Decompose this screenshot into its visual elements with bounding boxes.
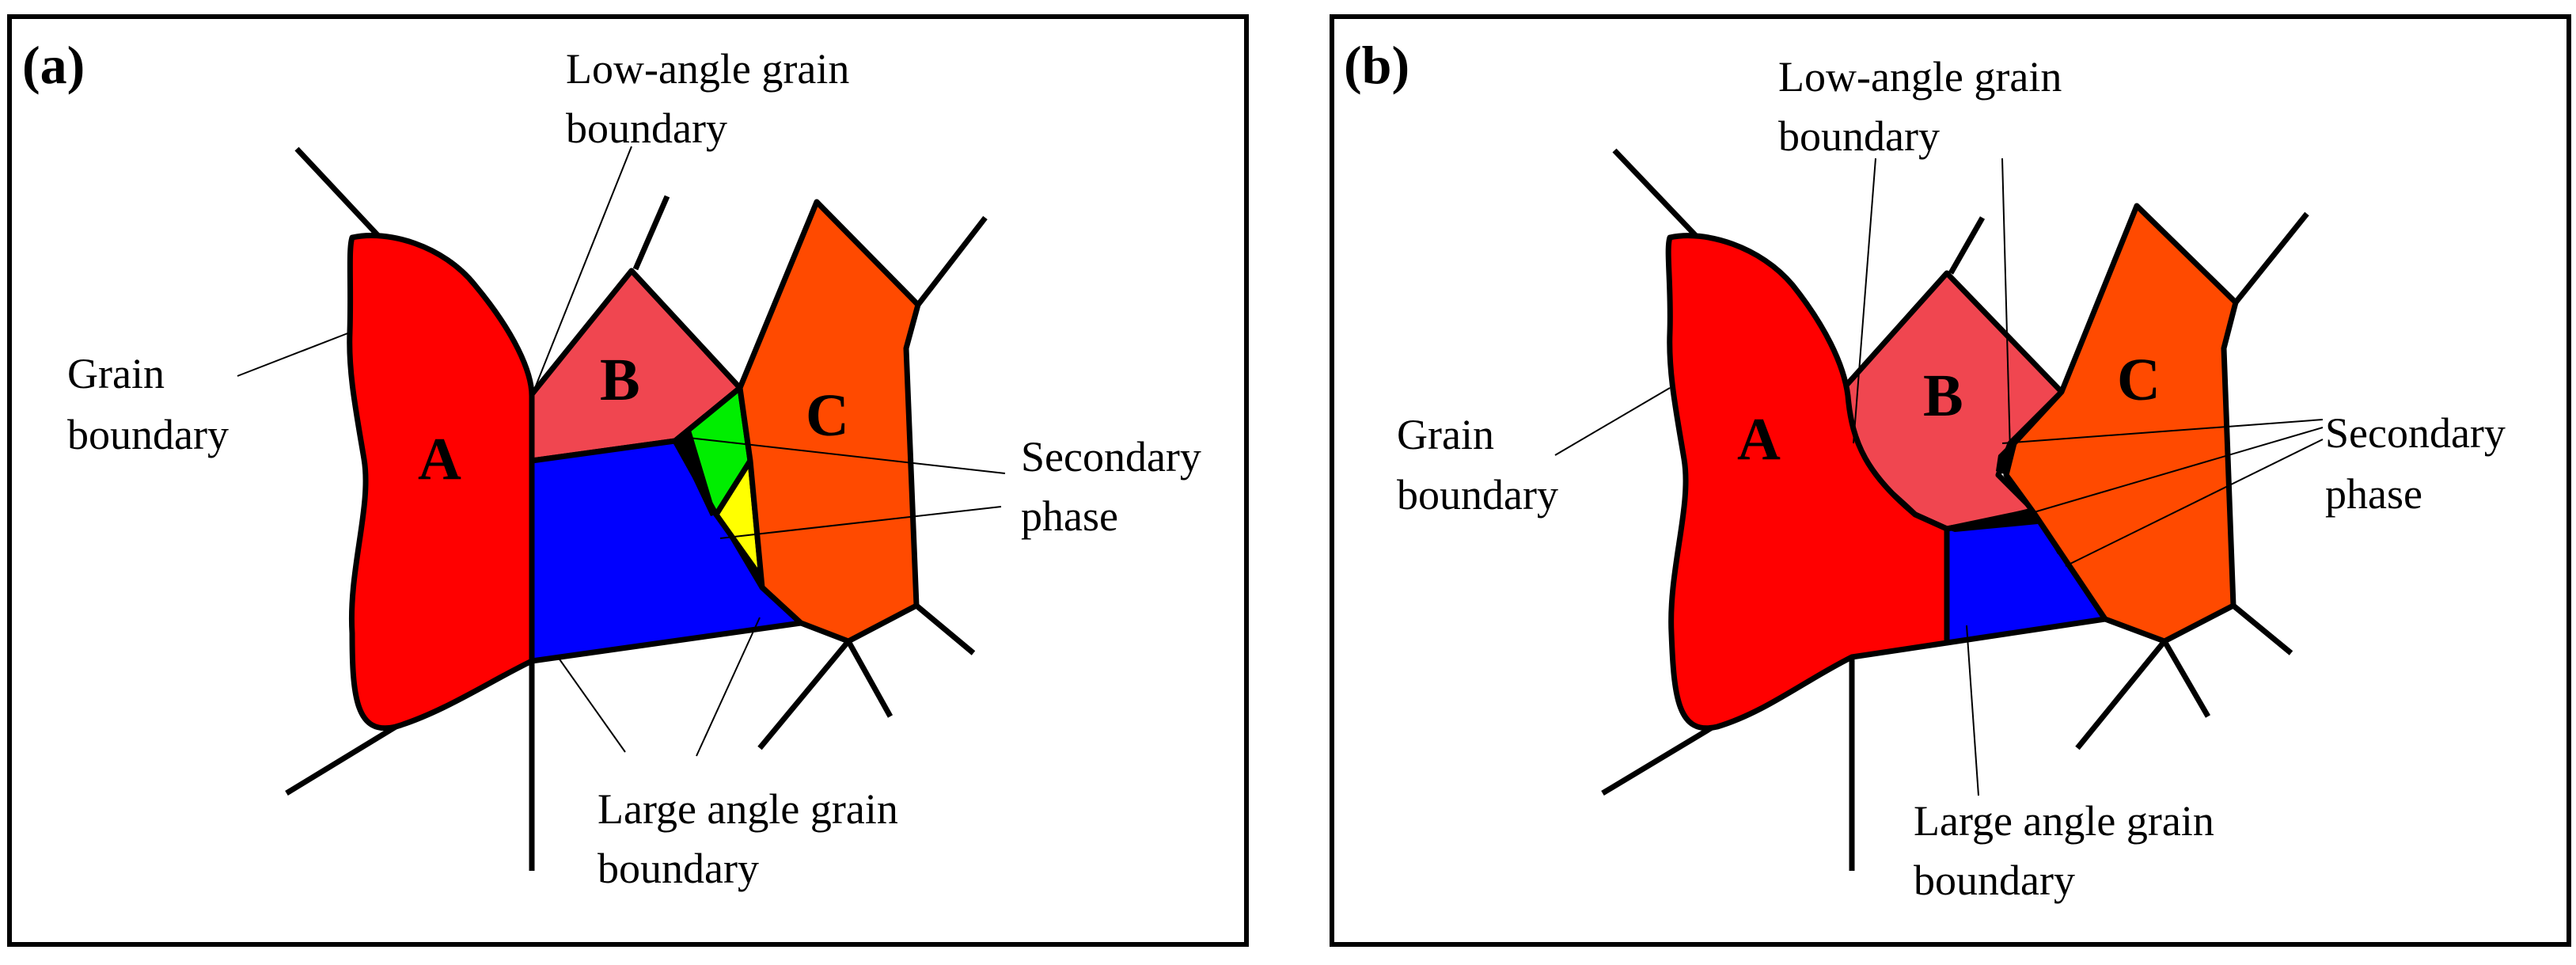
panel-a-secondary-phase-line1: Secondary xyxy=(1021,433,1201,481)
panel-a-secondary-phase-label: Secondary phase xyxy=(1021,433,1212,540)
panel-a-large-angle-line2: boundary xyxy=(598,845,759,892)
panel-b-secondary-phase-line1: Secondary xyxy=(2325,409,2506,457)
panel-a: (a) A B C xyxy=(7,14,1249,947)
panel-a-large-angle-label: Large angle grain boundary xyxy=(598,785,909,892)
panel-b-grain-boundary-label: Grain boundary xyxy=(1397,411,1558,519)
panel-b-secondary-phase-line2: phase xyxy=(2325,470,2422,518)
panel-a-low-angle-line2: boundary xyxy=(566,104,727,152)
panel-b-leaders xyxy=(1554,158,2324,796)
panel-a-low-angle-line1: Low-angle grain xyxy=(566,45,849,93)
panel-b-boundary-lines xyxy=(1601,148,2309,871)
panel-b-grain-boundary-line2: boundary xyxy=(1397,471,1558,519)
panel-a-boundary-lines xyxy=(285,146,988,871)
panel-b-frame xyxy=(1330,14,2571,947)
panel-b-large-angle-line2: boundary xyxy=(1914,857,2075,904)
panel-b-secondary-black-2 xyxy=(1945,508,2038,532)
panel-b-low-angle-line1: Low-angle grain xyxy=(1778,53,2062,101)
panel-b-secondary-phase-label: Secondary phase xyxy=(2325,409,2516,518)
panel-b-large-angle-line1: Large angle grain xyxy=(1914,797,2214,845)
panel-b-low-angle-label: Low-angle grain boundary xyxy=(1778,53,2073,160)
panel-b-grain-c xyxy=(2003,203,2239,644)
panel-b-low-angle-line2: boundary xyxy=(1778,112,1940,160)
panel-b: (b) A B C xyxy=(1330,14,2571,947)
panel-b-grain-a-label: A xyxy=(1737,406,1781,473)
panel-a-grain-boundary-label: Grain boundary xyxy=(67,350,229,458)
panel-a-secondary-phase-line2: phase xyxy=(1021,492,1118,540)
panel-a-frame xyxy=(7,14,1249,947)
panel-b-grain-boundary-line1: Grain xyxy=(1397,411,1494,458)
panel-a-grain-boundary-line2: boundary xyxy=(67,411,229,458)
panel-a-low-angle-label: Low-angle grain boundary xyxy=(566,45,860,152)
panel-a-grain-c-label: C xyxy=(806,382,849,449)
panel-a-label: (a) xyxy=(22,35,85,95)
panel-a-secondary-black xyxy=(675,427,716,516)
panel-b-grain-c-label: C xyxy=(2117,347,2161,413)
panel-b-label: (b) xyxy=(1344,35,1409,95)
panel-b-large-angle-label: Large angle grain boundary xyxy=(1914,797,2225,904)
panel-a-grain-b-label: B xyxy=(600,347,640,413)
panel-b-grain-b-label: B xyxy=(1923,363,1963,429)
panel-a-large-angle-line1: Large angle grain xyxy=(598,785,898,833)
panel-a-leaders xyxy=(237,146,1006,757)
panel-a-grain-a-label: A xyxy=(418,426,461,492)
panel-a-grain-boundary-line1: Grain xyxy=(67,350,165,397)
panel-a-grain-a xyxy=(347,233,535,731)
panel-b-grain-a xyxy=(1665,233,1950,731)
